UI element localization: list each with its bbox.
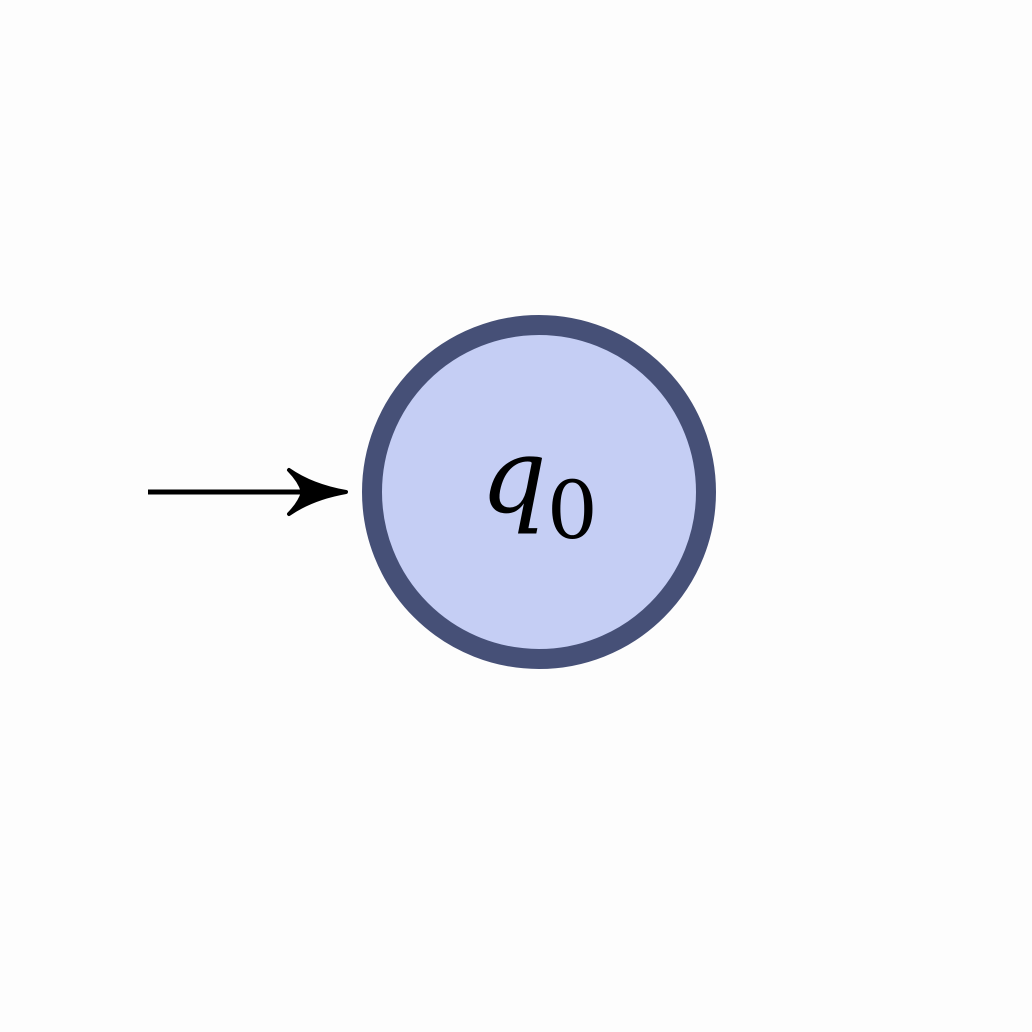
state-label-subscript: 0 [547, 464, 598, 557]
state-label-main: q [480, 415, 547, 537]
initial-arrow [148, 468, 348, 516]
state-label: q0 [480, 415, 597, 557]
initial-arrowhead [287, 468, 348, 516]
state-q0: q0 [362, 315, 716, 669]
state-circle [362, 315, 716, 669]
